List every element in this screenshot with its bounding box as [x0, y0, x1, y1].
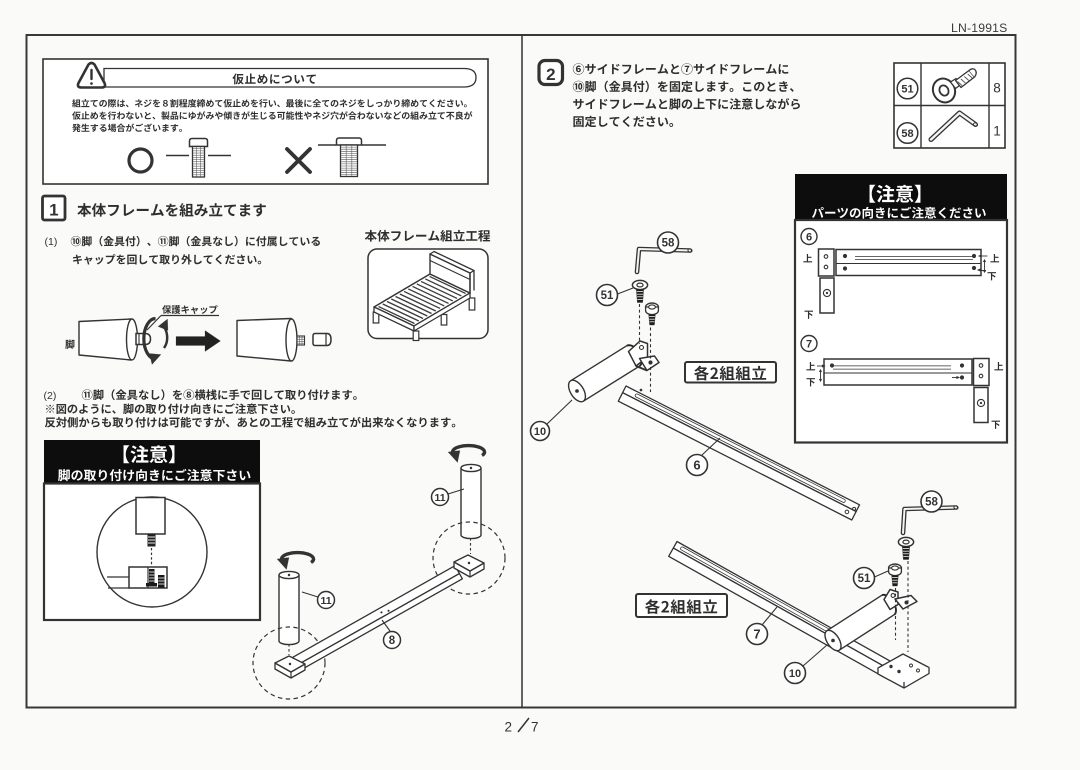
svg-text:6: 6 — [693, 458, 700, 473]
svg-text:2: 2 — [546, 65, 555, 84]
svg-text:10: 10 — [534, 426, 546, 438]
svg-text:(1): (1) — [45, 236, 58, 248]
svg-text:58: 58 — [925, 497, 938, 509]
svg-text:7: 7 — [806, 338, 812, 350]
svg-text:(2): (2) — [44, 390, 57, 402]
svg-text:7: 7 — [753, 627, 760, 642]
svg-text:LN-1991S: LN-1991S — [951, 21, 1007, 35]
svg-text:8: 8 — [993, 81, 1001, 96]
svg-text:6: 6 — [806, 231, 812, 243]
svg-text:7: 7 — [531, 720, 539, 735]
svg-text:51: 51 — [901, 83, 913, 95]
svg-text:1: 1 — [49, 201, 58, 220]
svg-text:11: 11 — [434, 492, 445, 504]
svg-text:58: 58 — [662, 238, 675, 250]
svg-text:1: 1 — [993, 124, 1001, 139]
svg-text:58: 58 — [901, 128, 913, 140]
svg-text:10: 10 — [789, 668, 801, 680]
svg-text:8: 8 — [389, 635, 396, 647]
svg-text:51: 51 — [601, 290, 614, 302]
svg-text:11: 11 — [320, 595, 331, 607]
svg-text:2: 2 — [505, 720, 513, 735]
svg-text:51: 51 — [858, 573, 871, 585]
